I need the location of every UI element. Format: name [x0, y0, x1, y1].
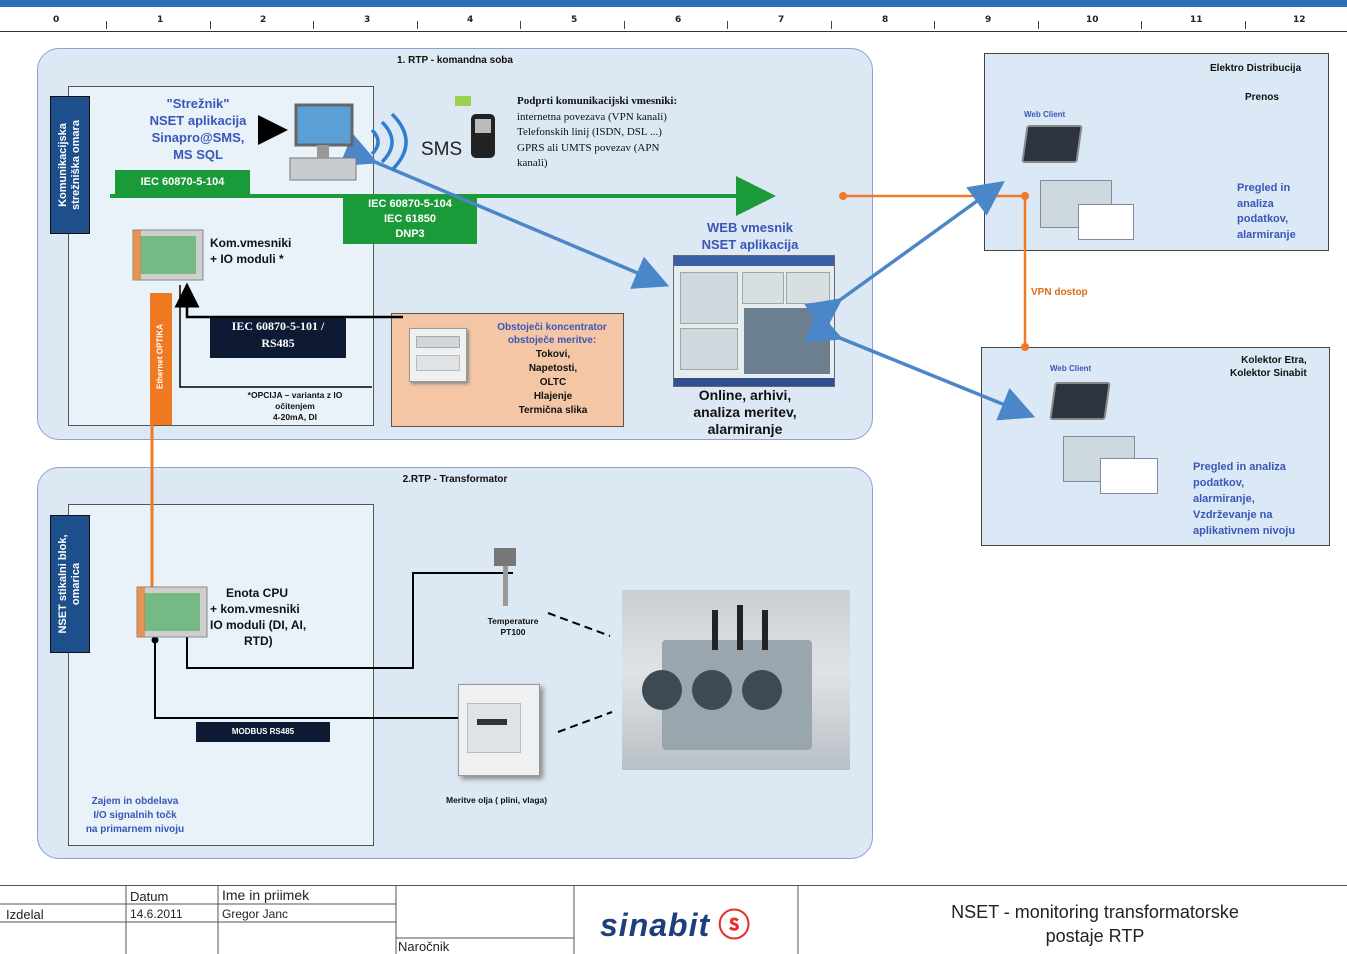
vpn-node — [1021, 343, 1029, 351]
server-text: "Strežnik" NSET aplikacija Sinapro@SMS, … — [149, 96, 247, 162]
iec-rs485-label: IEC 60870-5-101 / RS485 — [210, 316, 346, 358]
kolektor-panel — [981, 347, 1330, 546]
ruler-number: 2 — [260, 15, 267, 25]
modbus-label: MODBUS RS485 — [196, 722, 330, 742]
nset-switch-panel — [68, 504, 374, 846]
oil-measurement-label: Meritve olja ( plini, vlaga) — [446, 795, 548, 805]
iec-104-label: IEC 60870-5-104 — [115, 170, 250, 194]
web-interface-title: WEB vmesnik NSET aplikacija — [701, 220, 799, 252]
transformer-photo — [622, 590, 850, 770]
ime-value: Gregor Janc — [222, 907, 289, 921]
web-client-label-1: Web Client — [1024, 110, 1066, 119]
wireless-icon — [370, 112, 408, 172]
ruler-number: 10 — [1086, 15, 1099, 25]
web-caption: Online, arhivi, analiza meritev, alarmir… — [693, 387, 797, 437]
dashed-link — [547, 612, 611, 637]
plc-cpu-module-icon — [136, 586, 208, 638]
section2-title: 2.RTP - Transformator — [402, 474, 508, 485]
cpu-unit-label: Enota CPU + kom.vmesniki IO moduli (DI, … — [210, 586, 307, 648]
chart-thumbnail — [1078, 204, 1134, 240]
vpn-node — [839, 192, 847, 200]
ed-description: Pregled in analiza podatkov, alarmiranje — [1237, 182, 1296, 241]
opcija-note: *OPCIJA – varianta z IO očitenjem 4-20mA… — [247, 390, 343, 422]
ethernet-optika-bar — [150, 293, 172, 425]
ed-title: Elektro Distribucija — [1210, 63, 1302, 74]
ed-subtitle: Prenos — [1245, 92, 1279, 103]
plc-module-icon — [132, 229, 204, 281]
ime-label: Ime in priimek — [222, 887, 310, 903]
kolektor-title: Kolektor Etra, Kolektor Sinabit — [1230, 355, 1307, 379]
concentrator-title: Obstoječi koncentrator obstoječe meritve… — [497, 322, 607, 346]
temperature-label: Temperature PT100 — [487, 616, 539, 637]
concentrator-device — [409, 328, 467, 382]
modbus-wire — [154, 640, 458, 719]
wire-node — [151, 636, 159, 644]
oil-analyzer-device — [458, 684, 540, 776]
web-client-label-2: Web Client — [1050, 364, 1092, 373]
concentrator-items: Tokovi, Napetosti, OLTC Hlajenje Termičn… — [518, 349, 588, 416]
rs485-wire — [174, 282, 403, 319]
datum-label: Datum — [130, 889, 169, 904]
ruler-number: 12 — [1293, 15, 1306, 25]
ruler-number: 4 — [467, 15, 474, 25]
title-block: Izdelal Datum 14.6.2011 Ime in priimek G… — [0, 885, 1347, 954]
dashed-link — [557, 711, 613, 733]
blue-arrow — [339, 133, 670, 289]
ruler-number: 3 — [364, 15, 371, 25]
ruler-number: 9 — [985, 15, 992, 25]
ruler-number: 6 — [675, 15, 682, 25]
temperature-wire — [186, 572, 513, 669]
ruler-number: 7 — [778, 15, 785, 25]
ruler-number: 0 — [53, 15, 60, 25]
datum-value: 14.6.2011 — [130, 907, 183, 921]
ruler-number: 5 — [571, 15, 578, 25]
blue-arrow — [804, 180, 1005, 333]
kolektor-description: Pregled in analiza podatkov, alarmiranje… — [1193, 461, 1296, 537]
ruler-number: 8 — [882, 15, 889, 25]
nset-switch-label: NSET stikalni blok,omarica — [50, 515, 90, 653]
mobile-phone-icon — [455, 96, 495, 158]
ruler-number: 1 — [157, 15, 164, 25]
drawing-title: NSET - monitoring transformatorske posta… — [951, 902, 1239, 946]
temperature-sensor-icon — [494, 548, 516, 606]
izdelal-label: Izdelal — [6, 907, 44, 922]
top-ruler: 0 1 2 3 4 5 6 7 8 9 10 11 12 — [0, 7, 1347, 32]
opcija-wire — [179, 285, 372, 388]
vpn-access-label: VPN dostop — [1031, 287, 1088, 298]
chart-thumbnail — [1100, 458, 1158, 494]
kom-vmesniki-label: Kom.vmesniki + IO moduli * — [210, 236, 292, 266]
io-acquisition-note: Zajem in obdelava I/O signalnih točk na … — [85, 796, 185, 835]
blue-arrow — [804, 309, 1036, 421]
section1-title: 1. RTP - komandna soba — [397, 55, 513, 66]
ruler-number: 11 — [1190, 15, 1203, 25]
server-computer-icon — [289, 103, 357, 181]
narocnik-label: Naročnik — [398, 939, 450, 954]
